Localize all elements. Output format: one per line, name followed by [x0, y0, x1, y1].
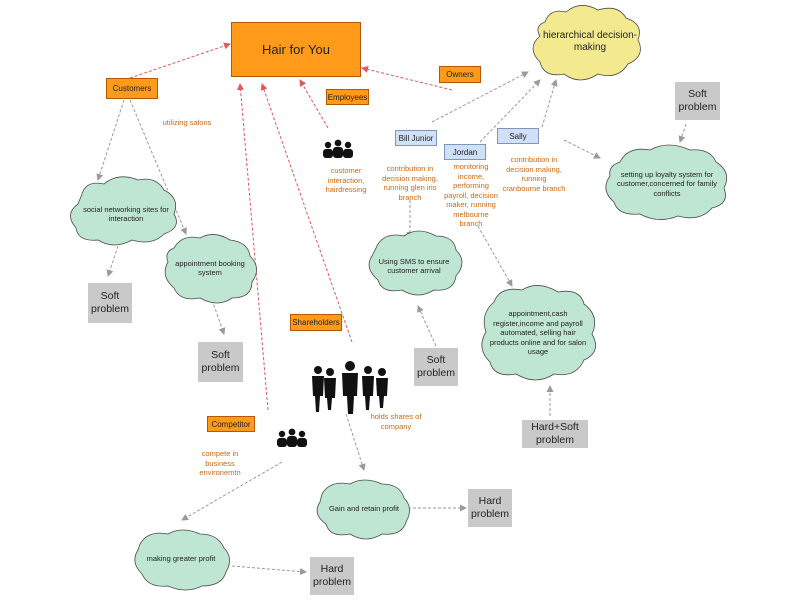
- arrow-bill-decision: [431, 71, 529, 123]
- jordan-role-text: monitoring income, performing payroll, d…: [444, 162, 498, 228]
- main-title: Hair for You: [262, 42, 330, 57]
- arrow-social-soft: [106, 245, 119, 277]
- sally-role-text: contribution in decision making, running…: [502, 155, 566, 193]
- appointment-booking-text: appointment booking system: [175, 258, 245, 278]
- utilizing-salons-text: utilizing salons: [162, 118, 212, 127]
- arrow-jordan-appointment: [477, 225, 513, 287]
- cloud-sms: [368, 230, 463, 296]
- appointment-automation-text: appointment,cash register,income and pay…: [489, 309, 587, 357]
- arrow-sally-loyalty: [563, 139, 601, 159]
- hair-for-you-box[interactable]: Hair for You: [231, 22, 361, 77]
- sally-tag[interactable]: Sally: [497, 128, 539, 144]
- arrow-sally-decision: [541, 79, 558, 128]
- shareholders-business-people-icon: [312, 361, 388, 414]
- shareholders-tag[interactable]: Shareholders: [290, 314, 342, 331]
- compete-text: compete in business environemtn: [199, 449, 241, 477]
- arrow-soft-loyalty: [678, 123, 687, 143]
- arrow-shareholders-gain: [345, 413, 366, 471]
- cloud-loyalty: [605, 144, 728, 220]
- arrow-employees-main: [299, 79, 329, 129]
- cloud-social: [70, 176, 177, 246]
- cloud-decision: [532, 5, 641, 81]
- soft-problem-booking: Soft problem: [198, 342, 243, 382]
- holds-shares-text: holds shares of company: [370, 412, 422, 431]
- employees-tag[interactable]: Employees: [326, 89, 369, 105]
- arrow-shareholders-main: [260, 83, 353, 343]
- arrow-competitor-greater: [181, 461, 283, 521]
- soft-problem-sms: Soft problem: [414, 348, 458, 386]
- arrow-owners-main: [361, 66, 453, 91]
- hardsoft-problem-appointment: Hard+Soft problem: [522, 420, 588, 448]
- customers-tag[interactable]: Customers: [106, 78, 158, 99]
- arrow-soft-sms: [417, 305, 437, 347]
- bill-junior-tag[interactable]: Bill Junior: [395, 130, 437, 146]
- arrow-jordan-decision: [479, 79, 541, 143]
- hard-problem-gain: Hard problem: [468, 489, 512, 527]
- arrow-greater-hard: [231, 565, 307, 576]
- soft-problem-loyalty: Soft problem: [675, 82, 720, 120]
- decision-label: hierarchical decision-making: [543, 30, 637, 53]
- arrow-customers-main: [129, 42, 231, 79]
- arrow-customers-social: [96, 99, 125, 181]
- sms-text: Using SMS to ensure customer arrival: [378, 256, 450, 276]
- cloud-gain: [316, 479, 410, 540]
- arrow-customers-booking: [129, 99, 187, 235]
- arrow-booking-soft: [211, 299, 226, 335]
- employee-role-text: customer interaction, hairdressing: [325, 166, 367, 194]
- cloud-booking: [164, 234, 257, 304]
- gain-profit-text: Gain and retain profit: [328, 504, 400, 514]
- soft-problem-social: Soft problem: [88, 283, 132, 323]
- bill-role-text: contribution in decision making, running…: [382, 164, 438, 202]
- loyalty-system-text: setting up loyalty system for customer,c…: [616, 169, 718, 198]
- greater-profit-text: making greater profit: [146, 554, 216, 564]
- cloud-greater: [134, 529, 230, 591]
- competitor-tag[interactable]: Competitor: [207, 416, 255, 432]
- arrow-competitor-main: [237, 83, 269, 411]
- social-networking-text: social networking sites for interaction: [83, 204, 169, 224]
- employees-people-group-icon: [323, 139, 353, 158]
- cloud-appointment: [481, 285, 596, 381]
- competitor-people-group-icon: [277, 428, 307, 447]
- owners-tag[interactable]: Owners: [439, 66, 481, 83]
- hard-problem-greater: Hard problem: [310, 557, 354, 595]
- jordan-tag[interactable]: Jordan: [444, 144, 486, 160]
